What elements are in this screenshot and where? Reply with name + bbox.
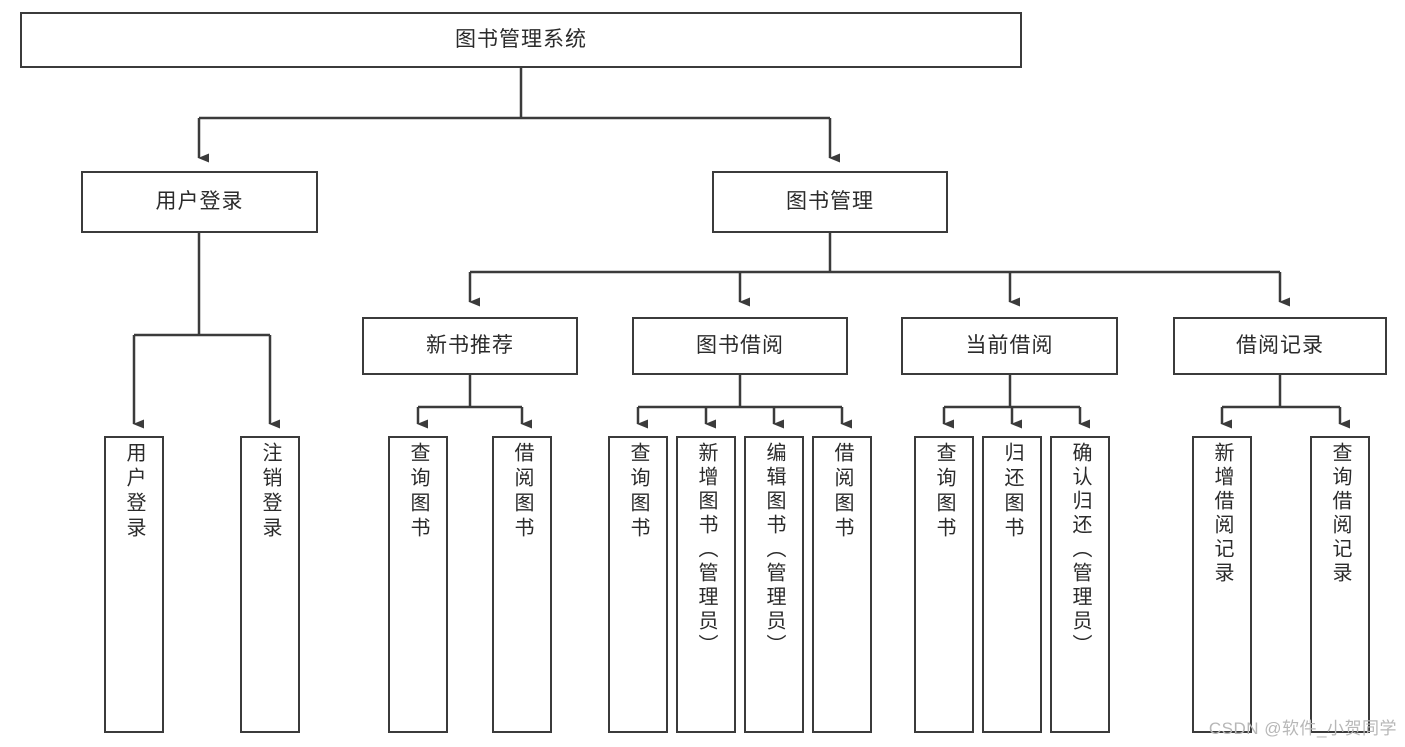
node-label: 查询图书 xyxy=(627,442,649,542)
node-label: 新增借阅记录 xyxy=(1211,442,1233,586)
node-root-system[interactable]: 图书管理系统 xyxy=(20,12,1022,68)
node-current-borrow[interactable]: 当前借阅 xyxy=(901,317,1118,375)
node-new-book-recommend[interactable]: 新书推荐 xyxy=(362,317,578,375)
node-label: 图书管理 xyxy=(786,190,874,214)
leaf-user-login-login[interactable]: 用户登录 xyxy=(104,436,164,733)
node-book-borrow[interactable]: 图书借阅 xyxy=(632,317,848,375)
node-label: 图书管理系统 xyxy=(455,28,587,52)
node-label: 查询图书 xyxy=(407,442,429,542)
node-label: 确认归还（管理员） xyxy=(1069,442,1091,658)
node-label: 当前借阅 xyxy=(965,334,1054,358)
node-label: 新书推荐 xyxy=(426,334,514,358)
leaf-user-login-logout[interactable]: 注销登录 xyxy=(240,436,300,733)
node-label: 注销登录 xyxy=(259,442,281,542)
node-borrow-record[interactable]: 借阅记录 xyxy=(1173,317,1387,375)
node-label: 查询借阅记录 xyxy=(1329,442,1351,586)
node-label: 用户登录 xyxy=(123,442,145,542)
leaf-current-return-book[interactable]: 归还图书 xyxy=(982,436,1042,733)
leaf-current-confirm-return-admin[interactable]: 确认归还（管理员） xyxy=(1050,436,1110,733)
node-label: 归还图书 xyxy=(1001,442,1023,542)
leaf-new-book-query[interactable]: 查询图书 xyxy=(388,436,448,733)
leaf-borrow-borrow-book[interactable]: 借阅图书 xyxy=(812,436,872,733)
node-book-management[interactable]: 图书管理 xyxy=(712,171,948,233)
leaf-record-query-record[interactable]: 查询借阅记录 xyxy=(1310,436,1370,733)
node-label: 借阅图书 xyxy=(831,442,853,542)
leaf-new-book-borrow[interactable]: 借阅图书 xyxy=(492,436,552,733)
node-label: 新增图书（管理员） xyxy=(695,442,717,658)
node-label: 借阅图书 xyxy=(511,442,533,542)
node-label: 用户登录 xyxy=(155,190,244,214)
node-label: 查询图书 xyxy=(933,442,955,542)
node-label: 借阅记录 xyxy=(1236,334,1324,358)
leaf-borrow-query-book[interactable]: 查询图书 xyxy=(608,436,668,733)
leaf-borrow-edit-book-admin[interactable]: 编辑图书（管理员） xyxy=(744,436,804,733)
leaf-borrow-add-book-admin[interactable]: 新增图书（管理员） xyxy=(676,436,736,733)
node-user-login[interactable]: 用户登录 xyxy=(81,171,318,233)
watermark-text: CSDN @软件_小贺同学 xyxy=(1208,719,1397,738)
leaf-current-query-book[interactable]: 查询图书 xyxy=(914,436,974,733)
leaf-record-add-record[interactable]: 新增借阅记录 xyxy=(1192,436,1252,733)
node-label: 编辑图书（管理员） xyxy=(763,442,785,658)
node-label: 图书借阅 xyxy=(696,334,784,358)
